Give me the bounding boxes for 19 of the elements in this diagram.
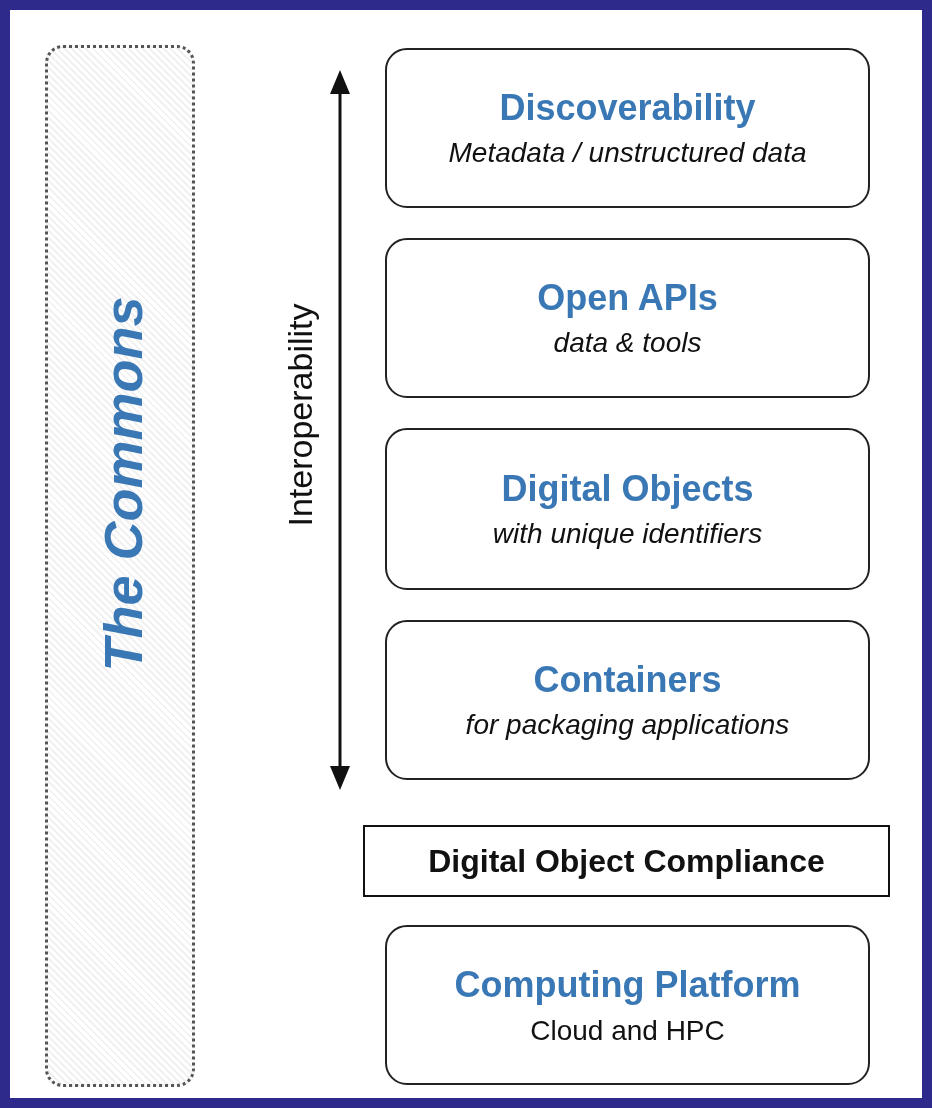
layer-box [385, 620, 870, 780]
layer-box [385, 48, 870, 208]
layer-description: data & tools [553, 326, 702, 361]
layer-description: Cloud and HPC [530, 1014, 725, 1047]
layer-box [385, 238, 870, 398]
layer-box [385, 925, 870, 1085]
layer-description: Metadata / unstructured data [448, 136, 807, 171]
layer-title: Computing Platform [454, 963, 801, 1007]
layer-description: with unique identifiers [492, 517, 763, 552]
band-title: The Commons [92, 296, 154, 672]
layer-description: for packaging applications [465, 708, 790, 743]
layer-title: Containers [533, 657, 722, 702]
layer-box [385, 428, 870, 590]
layer-title: Discoverability [499, 85, 756, 130]
stippled-band [45, 45, 195, 1087]
axis-label: Interoperability [280, 303, 320, 527]
layer-label-box: Digital Object Compliance [363, 825, 890, 897]
layer-title: Open APIs [537, 275, 718, 320]
layer-title: Digital Objects [501, 466, 754, 511]
